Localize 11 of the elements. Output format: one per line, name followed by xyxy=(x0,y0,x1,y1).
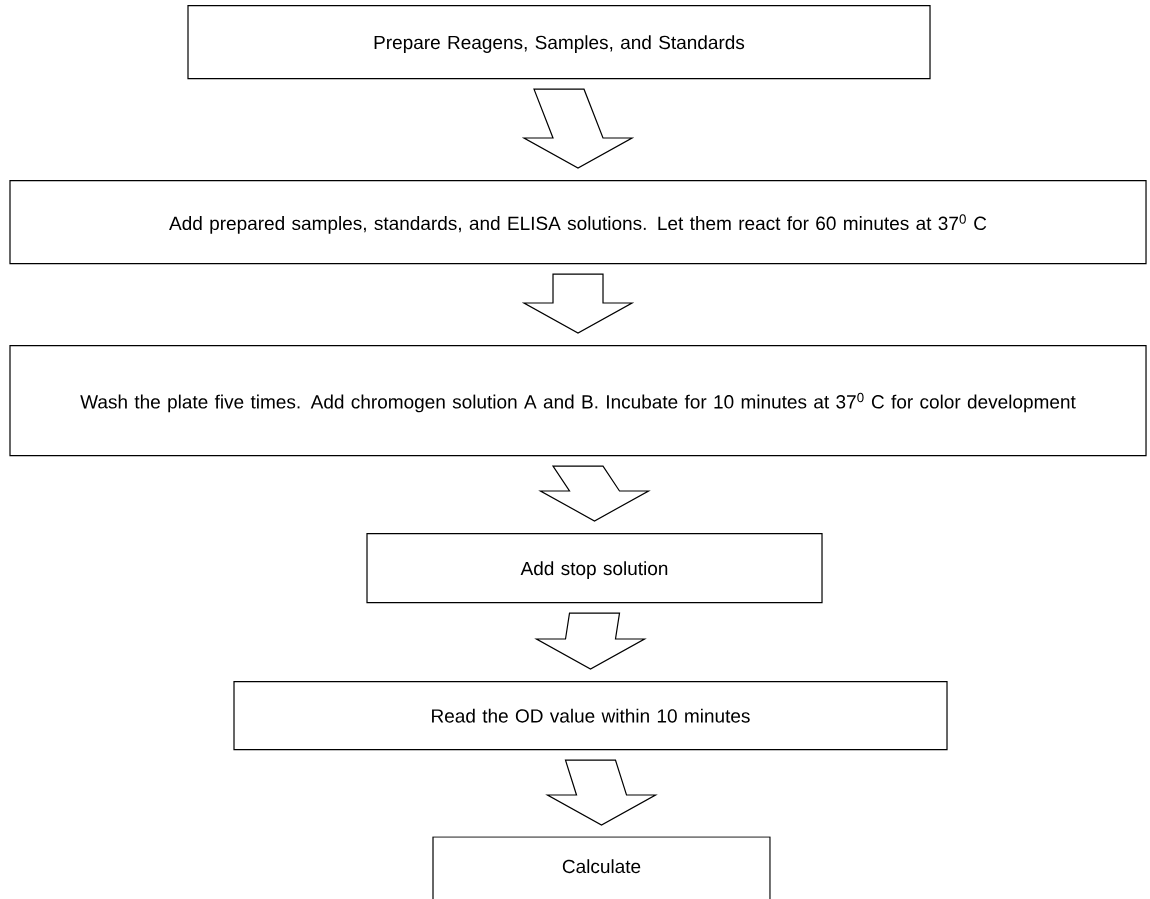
process-box: Prepare Reagens, Samples, and Standards xyxy=(187,5,931,80)
process-box: Calculate xyxy=(432,836,771,899)
block-arrow xyxy=(545,759,658,826)
block-arrow xyxy=(534,612,647,670)
process-box: Wash the plate five times. Add chromogen solution A and B. Incubate for 10 minutes at 37$^{0}$ C for color development xyxy=(9,345,1147,457)
block-arrow xyxy=(521,88,635,169)
process-box: Add prepared samples, standards, and ELISA solutions. Let them react for 60 minutes at 37$^{0}$ C xyxy=(9,180,1147,265)
block-arrow xyxy=(521,273,635,334)
block-arrow xyxy=(538,465,651,522)
process-box: Read the OD value within 10 minutes xyxy=(233,681,948,751)
process-box: Add stop solution xyxy=(366,533,823,604)
